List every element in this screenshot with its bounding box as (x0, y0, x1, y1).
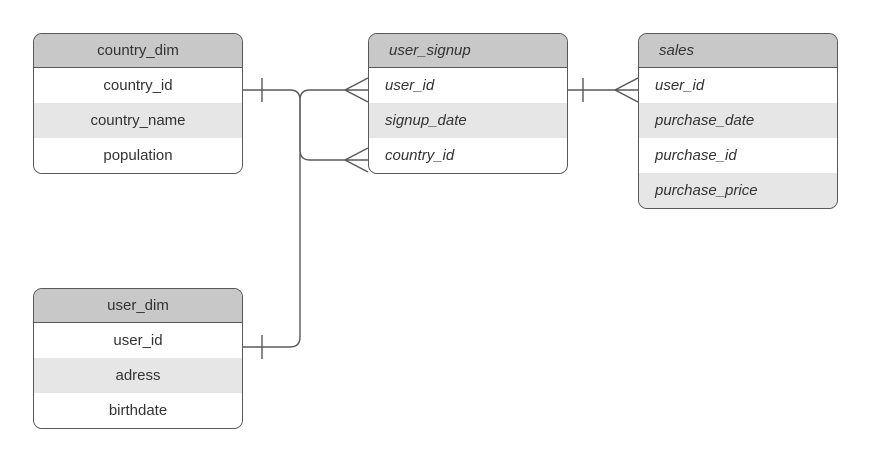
entity-title-sales: sales (639, 34, 837, 68)
crowsfoot-prong (344, 89, 369, 103)
crowsfoot-prong (344, 77, 369, 91)
attribute-user-signup-country-id[interactable]: country_id (369, 138, 567, 173)
relationship-user-dim-to-user-signup (243, 77, 369, 359)
entity-sales[interactable]: sales user_id purchase_date purchase_id … (638, 33, 838, 209)
attribute-user-dim-user-id[interactable]: user_id (34, 323, 242, 358)
attribute-country-dim-country-name[interactable]: country_name (34, 103, 242, 138)
attribute-user-dim-adress[interactable]: adress (34, 358, 242, 393)
relationship-line (289, 89, 345, 348)
attribute-country-dim-country-id[interactable]: country_id (34, 68, 242, 103)
entity-title-user-dim: user_dim (34, 289, 242, 323)
crowsfoot-prong (344, 147, 369, 161)
crowsfoot-prong (614, 77, 639, 91)
attribute-user-signup-signup-date[interactable]: signup_date (369, 103, 567, 138)
attribute-sales-user-id[interactable]: user_id (639, 68, 837, 103)
attribute-sales-purchase-price[interactable]: purchase_price (639, 173, 837, 208)
attribute-sales-purchase-id[interactable]: purchase_id (639, 138, 837, 173)
entity-country-dim[interactable]: country_dim country_id country_name popu… (33, 33, 243, 174)
relationship-user-signup-to-sales (568, 77, 639, 103)
entity-user-dim[interactable]: user_dim user_id adress birthdate (33, 288, 243, 429)
attribute-user-signup-user-id[interactable]: user_id (369, 68, 567, 103)
entity-title-user-signup: user_signup (369, 34, 567, 68)
attribute-user-dim-birthdate[interactable]: birthdate (34, 393, 242, 428)
relationship-line (289, 89, 345, 161)
attribute-sales-purchase-date[interactable]: purchase_date (639, 103, 837, 138)
crowsfoot-prong (344, 159, 369, 173)
crowsfoot-prong (614, 89, 639, 103)
attribute-country-dim-population[interactable]: population (34, 138, 242, 173)
entity-title-country-dim: country_dim (34, 34, 242, 68)
entity-user-signup[interactable]: user_signup user_id signup_date country_… (368, 33, 568, 174)
